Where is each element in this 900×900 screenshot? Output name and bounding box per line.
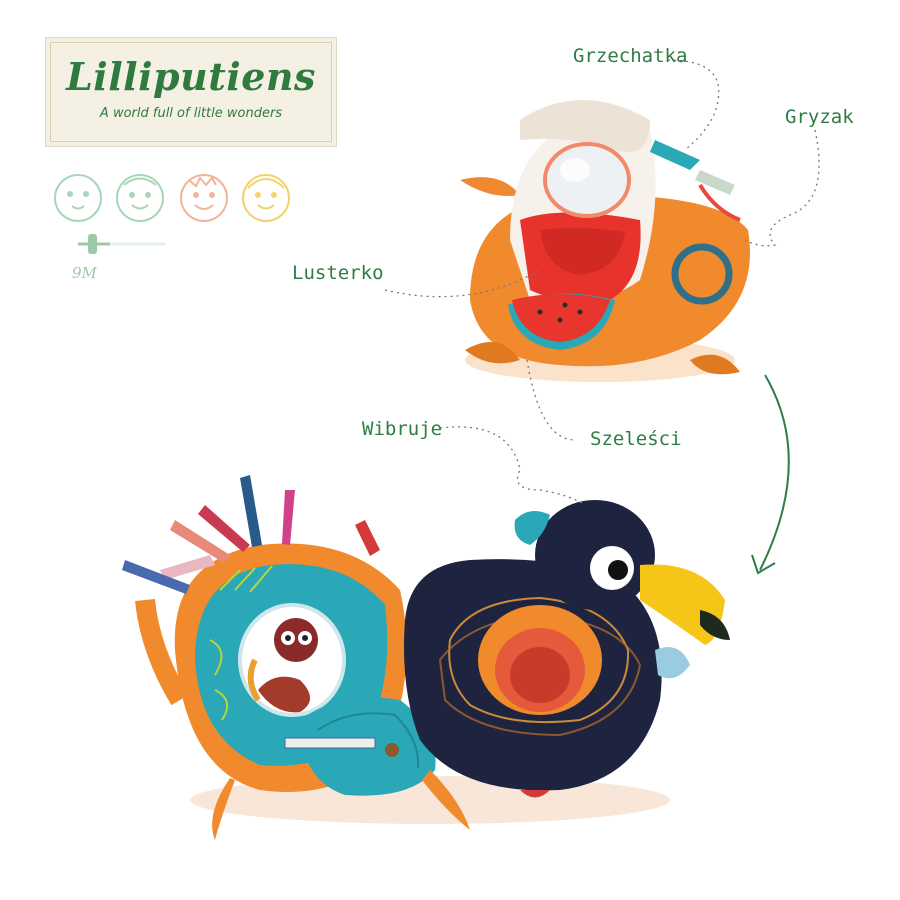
toy-bottom-view bbox=[122, 475, 730, 840]
child-face-icon bbox=[180, 174, 228, 222]
baby-face-icon bbox=[54, 174, 102, 222]
age-slider bbox=[78, 234, 165, 254]
mirror-label: Lusterko bbox=[292, 262, 384, 284]
teether-label: Gryzak bbox=[785, 106, 854, 128]
crinkles-label: Szeleści bbox=[590, 428, 682, 450]
toddler-face-icon bbox=[116, 174, 164, 222]
brand-name: Lilliputiens bbox=[66, 54, 316, 99]
age-label: 9M bbox=[72, 264, 97, 282]
leader-lines bbox=[384, 59, 820, 506]
kid-face-icon bbox=[242, 174, 290, 222]
rattle-label: Grzechatka bbox=[573, 45, 688, 67]
vibrates-label: Wibruje bbox=[362, 418, 443, 440]
brand-tagline: A world full of little wonders bbox=[99, 106, 283, 121]
arrow-down-icon bbox=[751, 374, 790, 575]
brand-logo: Lilliputiens A world full of little wond… bbox=[45, 37, 337, 147]
toy-top-view bbox=[460, 100, 750, 382]
